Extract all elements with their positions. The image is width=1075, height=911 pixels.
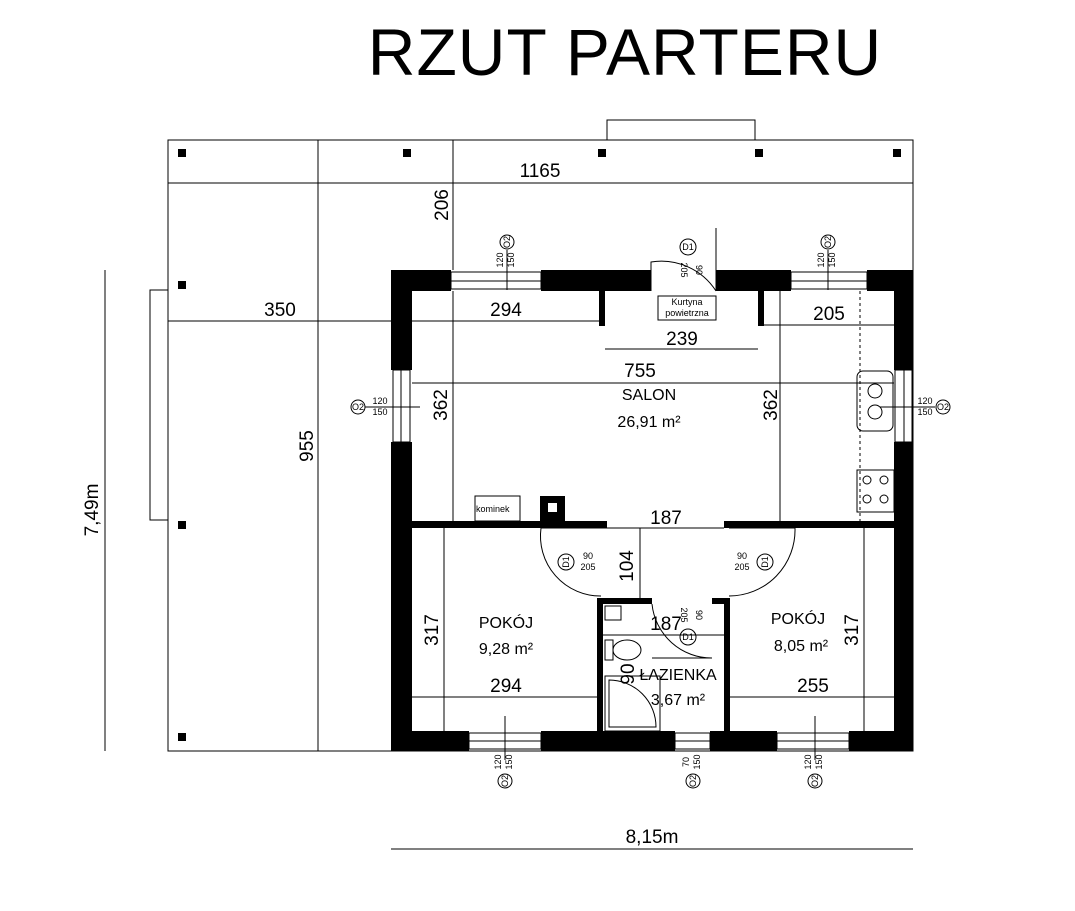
room-pokoj-left-area: 9,28 m² [479,641,534,658]
dim-overall-depth: 7,49m [82,484,103,537]
dim-bath-vertical: 90 [618,663,639,684]
room-salon-name: SALON [622,387,676,404]
label-kominek: kominek [476,504,510,514]
label-kurtyna-line1: Kurtyna [671,297,702,307]
svg-text:120: 120 [803,754,813,769]
room-salon-area: 26,91 m² [617,414,681,431]
room-lazienka-name: ŁAZIENKA [639,667,717,684]
fixtures [474,295,895,732]
walls [391,270,913,751]
svg-text:150: 150 [372,407,387,417]
dim-salon-depth-left: 362 [431,389,452,421]
svg-text:150: 150 [504,754,514,769]
svg-text:150: 150 [827,252,837,267]
room-pokoj-right-area: 8,05 m² [774,638,829,655]
svg-text:D1: D1 [561,556,571,568]
dim-salon-width: 755 [624,361,656,382]
doors [539,228,796,659]
window-tag-left-side: O2 120 150 [350,396,388,417]
window-tag-top-right: O2 120 150 [816,234,837,268]
svg-text:120: 120 [816,252,826,267]
svg-text:D1: D1 [682,242,694,252]
svg-text:120: 120 [372,396,387,406]
svg-text:120: 120 [917,396,932,406]
svg-text:150: 150 [506,252,516,267]
svg-text:O2: O2 [823,236,833,248]
svg-text:O2: O2 [352,402,364,412]
svg-text:205: 205 [734,562,749,572]
door-tag-bath: D1 90 205 [679,607,704,646]
svg-text:O2: O2 [937,402,949,412]
window-tag-bottom-right: O2 120 150 [803,754,824,789]
svg-text:90: 90 [694,265,704,275]
dim-entrance-seg: 239 [666,329,698,350]
room-pokoj-right-name: POKÓJ [771,609,825,628]
door-tag-left-room: D1 90 205 [557,551,596,572]
room-lazienka-area: 3,67 m² [651,692,706,709]
dim-right-room-width: 255 [797,676,829,697]
window-tag-top-left: O2 120 150 [495,234,516,268]
dim-terrace-depth: 955 [297,430,318,462]
svg-text:90: 90 [737,551,747,561]
interior-dimension-lines [104,182,935,850]
svg-text:205: 205 [679,607,689,622]
svg-text:90: 90 [583,551,593,561]
dim-left-room-depth: 317 [422,614,443,646]
svg-text:70: 70 [681,757,691,767]
svg-text:D1: D1 [682,632,694,642]
dim-hall-width: 187 [650,508,682,529]
room-pokoj-left-name: POKÓJ [479,613,533,632]
dim-bath-width: 187 [650,614,682,635]
dim-salon-right-seg: 205 [813,304,845,325]
svg-text:O2: O2 [810,775,820,787]
dim-salon-left-seg: 294 [490,300,522,321]
svg-text:O2: O2 [502,236,512,248]
label-kurtyna-line2: powietrzna [665,308,709,318]
svg-text:205: 205 [679,262,689,277]
window-tag-right-side: O2 120 150 [917,396,951,417]
door-tag-right-room: D1 90 205 [734,551,774,572]
svg-text:150: 150 [917,407,932,417]
svg-text:150: 150 [814,754,824,769]
svg-text:O2: O2 [500,775,510,787]
svg-text:D1: D1 [760,556,770,568]
dim-overall-width: 8,15m [626,827,679,848]
svg-text:120: 120 [495,252,505,267]
dim-offset-top: 206 [432,189,453,221]
window-tag-bottom-mid: O2 70 150 [681,754,702,789]
svg-text:205: 205 [580,562,595,572]
dim-left-room-width: 294 [490,676,522,697]
dim-right-room-depth: 317 [842,614,863,646]
dim-terrace-width: 1165 [520,161,561,182]
svg-text:150: 150 [692,754,702,769]
svg-text:90: 90 [694,610,704,620]
dim-salon-depth-right: 362 [761,389,782,421]
dim-offset-left: 350 [264,300,296,321]
dim-hall-depth: 104 [617,550,638,582]
svg-text:O2: O2 [688,775,698,787]
svg-text:120: 120 [493,754,503,769]
plan-title: RZUT PARTERU [367,15,883,89]
window-tag-bottom-left: O2 120 150 [493,754,514,789]
door-tag-entrance: D1 90 205 [679,238,704,278]
